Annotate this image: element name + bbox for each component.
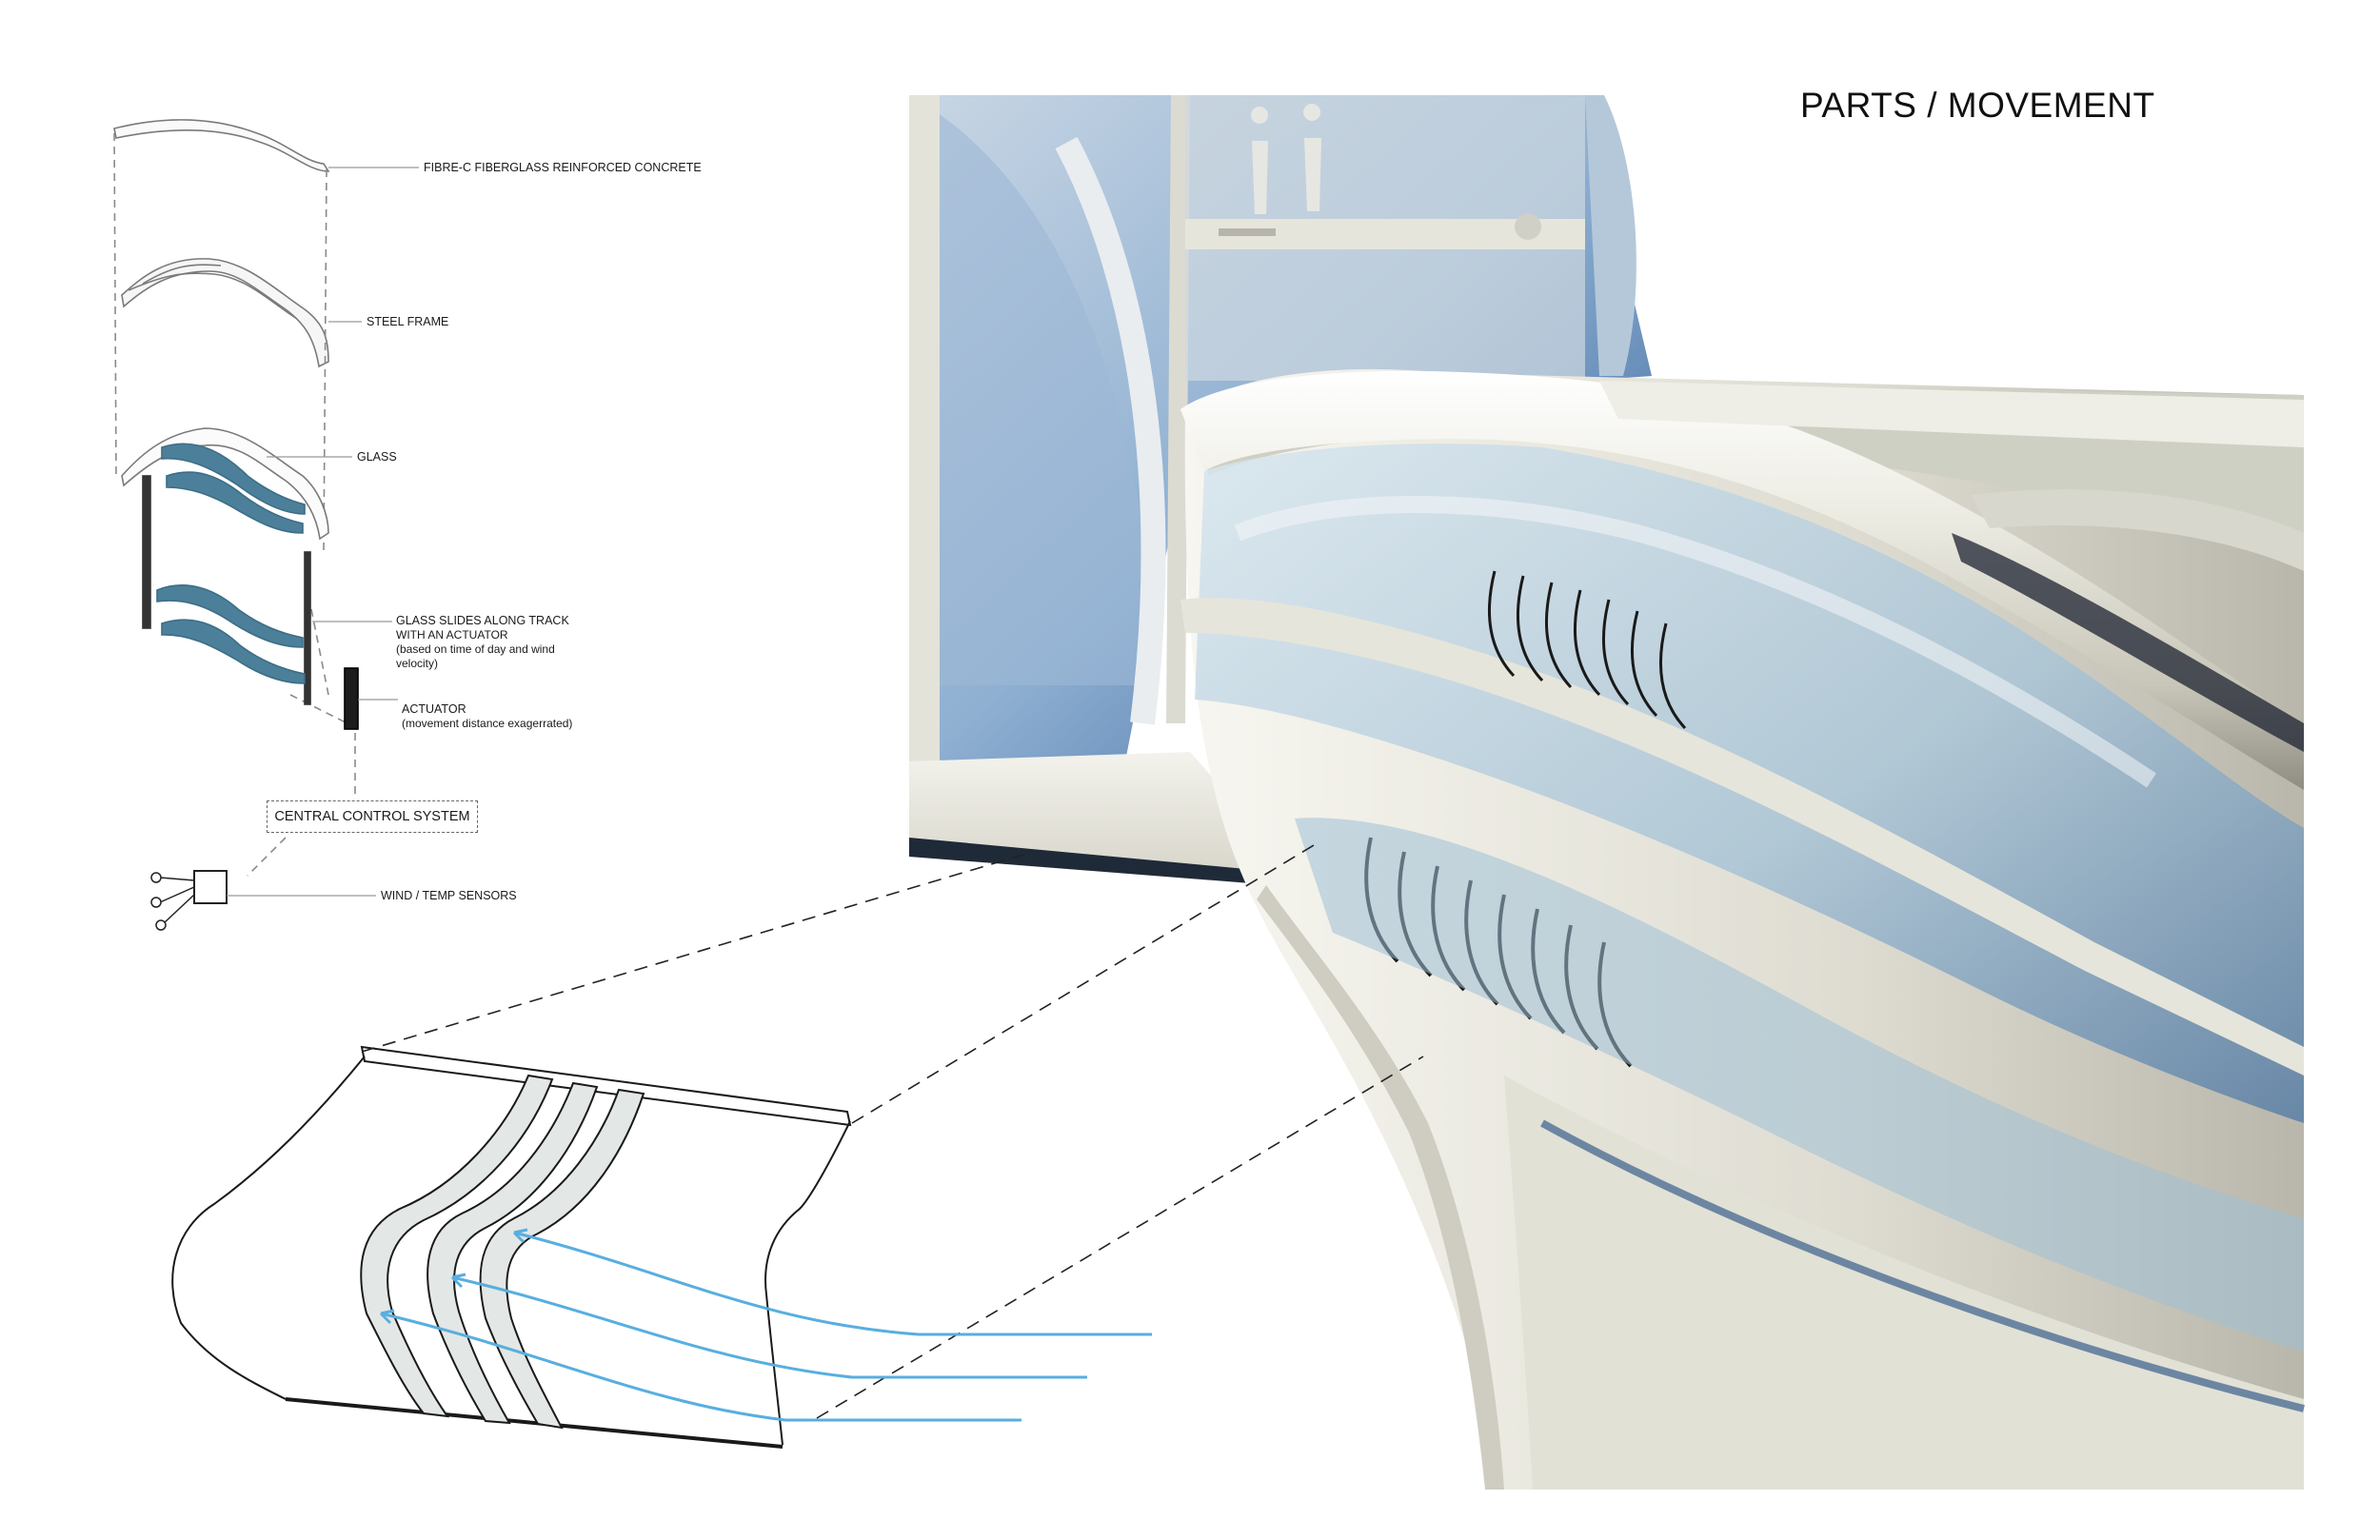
label-actuator-line1: ACTUATOR xyxy=(402,702,466,716)
label-actuator: ACTUATOR (movement distance exagerrated) xyxy=(402,702,572,731)
glass-fin xyxy=(161,619,306,684)
page-title: PARTS / MOVEMENT xyxy=(1800,86,2155,125)
central-control-system-box: CENTRAL CONTROL SYSTEM xyxy=(267,800,478,833)
airflow-arrow xyxy=(451,1275,1087,1379)
label-glass-slides-line1: GLASS SLIDES ALONG TRACK xyxy=(396,614,569,627)
label-glass-slides-line2: WITH AN ACTUATOR xyxy=(396,628,508,642)
glass-fin xyxy=(161,443,306,515)
glass-fin xyxy=(166,471,304,534)
glass-panel xyxy=(121,427,329,541)
airflow-arrow xyxy=(380,1312,1021,1422)
label-actuator-line2: (movement distance exagerrated) xyxy=(402,717,573,730)
label-steel-frame: STEEL FRAME xyxy=(367,315,449,328)
louvre-detail xyxy=(171,841,1424,1449)
architectural-render xyxy=(909,95,2337,1494)
steel-frame-panel xyxy=(121,258,329,368)
fibre-panel xyxy=(113,119,330,172)
label-glass-slides-line4: velocity) xyxy=(396,657,439,670)
label-fibre-c: FIBRE-C FIBERGLASS REINFORCED CONCRETE xyxy=(424,161,702,174)
glass-fin xyxy=(156,584,304,648)
airflow-arrow xyxy=(513,1231,1152,1336)
actuator-block xyxy=(344,667,359,730)
airflow-arrows xyxy=(379,1228,1152,1422)
label-glass: GLASS xyxy=(357,450,397,464)
exploded-assembly xyxy=(113,119,419,931)
label-glass-slides: GLASS SLIDES ALONG TRACK WITH AN ACTUATO… xyxy=(396,614,569,671)
label-wind-temp-sensors: WIND / TEMP SENSORS xyxy=(381,889,517,902)
sensor-box xyxy=(193,870,228,904)
label-glass-slides-line3: (based on time of day and wind xyxy=(396,642,555,656)
